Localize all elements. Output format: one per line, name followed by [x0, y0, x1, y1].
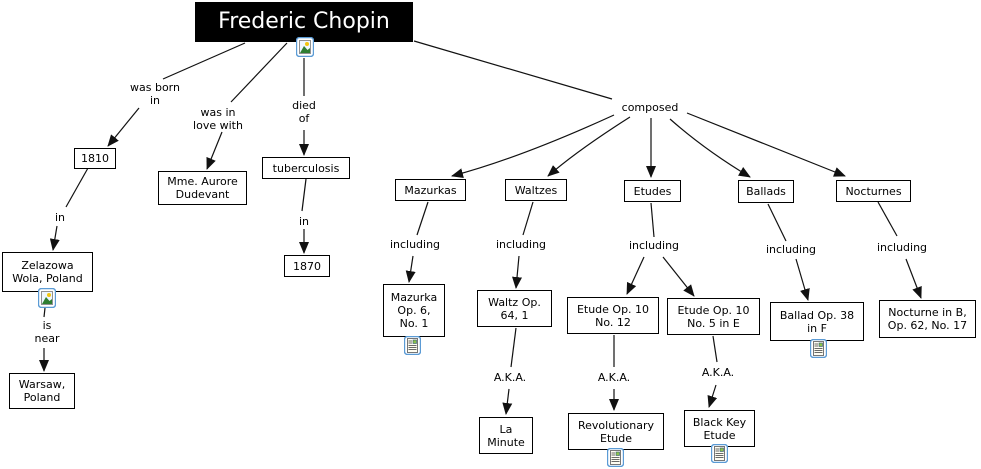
edge-chopin-wasborn — [162, 42, 246, 80]
revolutionary-document-icon[interactable] — [607, 448, 625, 468]
link-including-nocturnes[interactable]: including — [876, 241, 928, 254]
node-nocturnes[interactable]: Nocturnes — [836, 180, 911, 202]
edge-zelazowa-isnear — [43, 307, 46, 318]
node-warsaw-poland[interactable]: Warsaw, Poland — [9, 373, 75, 409]
mazurka-document-icon[interactable] — [404, 336, 422, 356]
edge-composed-mazurkas — [451, 114, 615, 179]
edge-aka-laminute — [502, 388, 513, 415]
link-aka-etude12[interactable]: A.K.A. — [597, 371, 631, 384]
link-died-of[interactable]: died of — [292, 99, 316, 125]
edge-including-etude5 — [662, 256, 695, 297]
link-in-place[interactable]: in — [54, 211, 66, 224]
node-waltzes[interactable]: Waltzes — [505, 179, 567, 201]
zelazowa-picture-icon[interactable] — [38, 288, 56, 308]
ballad-document-icon[interactable] — [810, 339, 828, 359]
link-including-mazurkas[interactable]: including — [389, 238, 441, 251]
node-etude-op10-no5[interactable]: Etude Op. 10 No. 5 in E — [667, 298, 760, 335]
edge-mazurkas-including — [416, 201, 429, 236]
link-including-ballads[interactable]: including — [765, 243, 817, 256]
node-etude-op10-no12[interactable]: Etude Op. 10 No. 12 — [567, 297, 659, 334]
edge-chopin-wasinlove — [230, 42, 288, 103]
edge-ballads-including — [767, 203, 787, 242]
link-including-waltzes[interactable]: including — [495, 238, 547, 251]
node-tuberculosis[interactable]: tuberculosis — [262, 157, 350, 179]
edge-composed-nocturnes — [686, 112, 846, 177]
edge-composed-ballads — [669, 118, 751, 178]
link-composed[interactable]: composed — [621, 101, 679, 114]
edge-including-nocturne62 — [905, 258, 922, 299]
edge-tuberculosis-in — [301, 178, 307, 212]
edge-etude5-aka — [712, 335, 718, 363]
node-waltz-op64-1[interactable]: Waltz Op. 64, 1 — [477, 290, 552, 327]
edge-nocturnes-including — [877, 201, 898, 237]
edge-chopin-composed — [413, 40, 613, 100]
edge-including-etude12 — [626, 256, 645, 295]
edge-waltz641-aka — [510, 327, 517, 368]
node-mazurka-op6-no1[interactable]: Mazurka Op. 6, No. 1 — [383, 284, 445, 337]
edge-including-waltz641 — [512, 255, 523, 289]
link-aka-waltz[interactable]: A.K.A. — [493, 371, 527, 384]
edge-wasinlove-dudevant — [206, 131, 223, 170]
node-la-minute[interactable]: La Minute — [479, 417, 533, 454]
edge-composed-waltzes — [547, 116, 631, 177]
edge-including-ballad38 — [795, 258, 810, 301]
link-was-in-love-with[interactable]: was in love with — [193, 106, 243, 132]
node-zelazowa-wola-poland[interactable]: Zelazowa Wola, Poland — [2, 252, 93, 292]
link-was-born-in[interactable]: was born in — [130, 81, 180, 107]
chopin-picture-icon[interactable] — [296, 37, 314, 57]
node-revolutionary-etude[interactable]: Revolutionary Etude — [568, 413, 664, 450]
edge-including-mazurka1 — [405, 255, 416, 283]
edge-etudes-including — [650, 202, 655, 238]
link-including-etudes[interactable]: including — [628, 239, 680, 252]
node-mme-aurore-dudevant[interactable]: Mme. Aurore Dudevant — [158, 171, 247, 205]
node-ballads[interactable]: Ballads — [738, 180, 794, 203]
node-1810[interactable]: 1810 — [74, 148, 116, 169]
edge-waltzes-including — [522, 201, 534, 236]
node-etudes[interactable]: Etudes — [624, 180, 681, 202]
node-frederic-chopin[interactable]: Frederic Chopin — [195, 2, 413, 42]
node-black-key-etude[interactable]: Black Key Etude — [684, 410, 755, 447]
node-nocturne-op62-no17[interactable]: Nocturne in B, Op. 62, No. 17 — [879, 300, 976, 338]
node-ballad-op38[interactable]: Ballad Op. 38 in F — [770, 302, 864, 341]
edge-aka-blackkey — [707, 384, 718, 408]
edge-wasborn-1810 — [107, 107, 140, 147]
blackkey-document-icon[interactable] — [711, 444, 729, 464]
link-in-year[interactable]: in — [298, 215, 310, 228]
link-aka-etude5[interactable]: A.K.A. — [701, 366, 735, 379]
link-is-near[interactable]: is near — [34, 319, 60, 345]
node-1870[interactable]: 1870 — [284, 255, 330, 277]
edge-in-zelazowa — [49, 225, 60, 251]
node-mazurkas[interactable]: Mazurkas — [395, 179, 466, 201]
edge-1810-in — [65, 167, 89, 208]
